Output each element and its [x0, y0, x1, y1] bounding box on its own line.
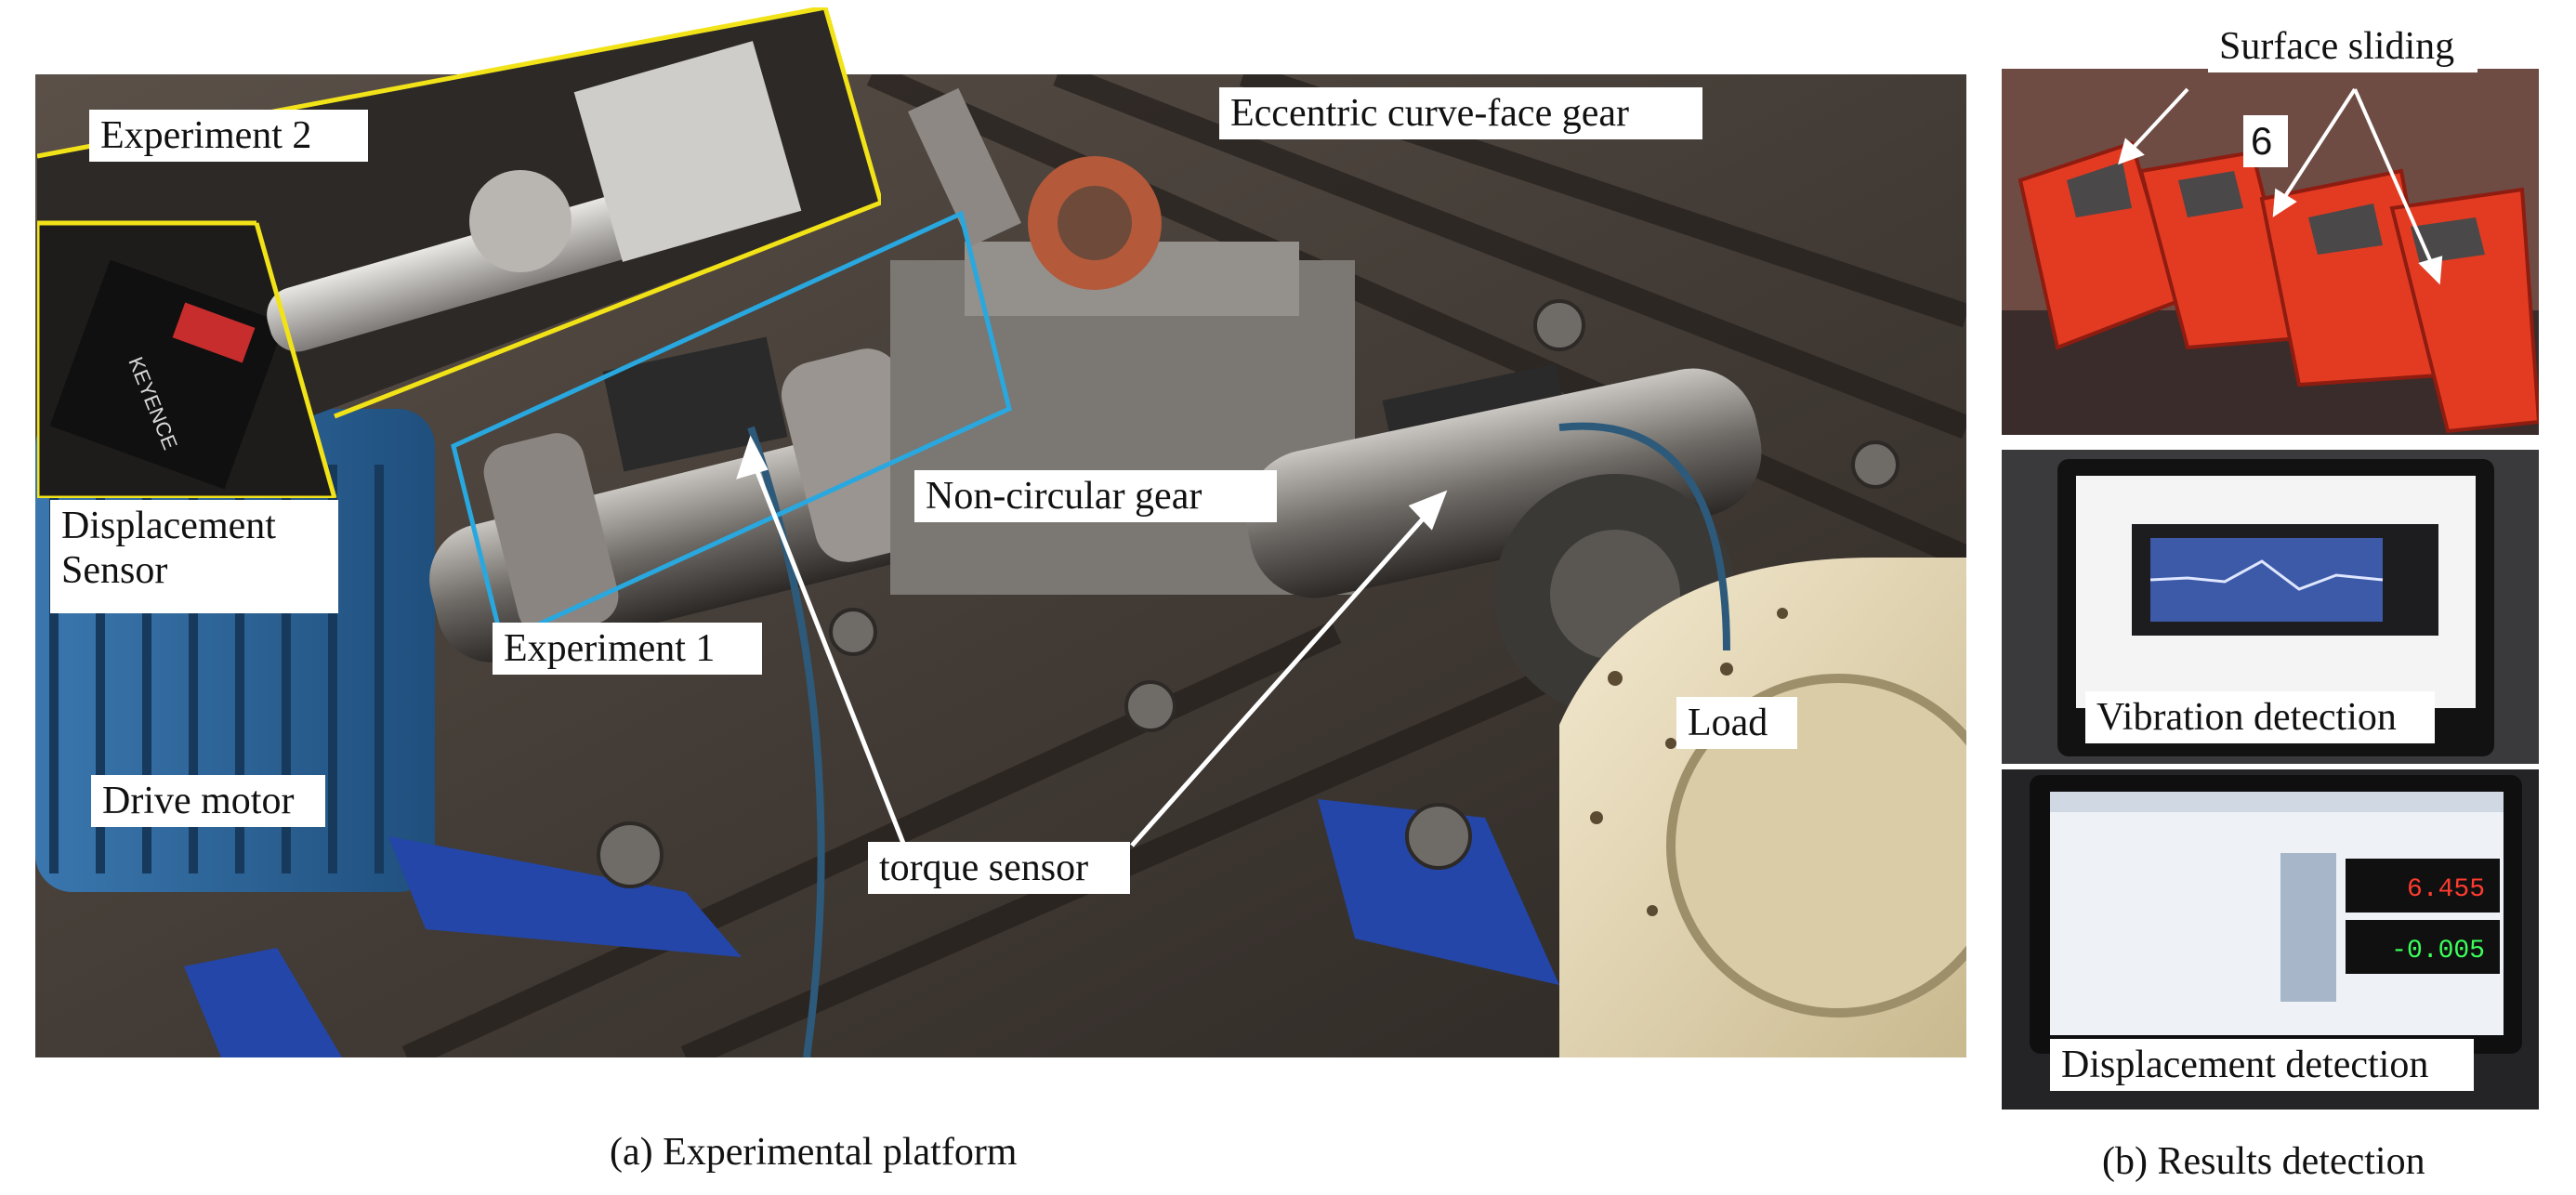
- label-displacement-sensor: Displacement Sensor: [50, 500, 338, 613]
- vibration-detection-photo: [2002, 450, 2539, 764]
- label-displacement-sensor-line2: Sensor: [61, 549, 168, 593]
- label-displacement-sensor-line1: Displacement: [61, 505, 276, 547]
- label-load: Load: [1676, 697, 1797, 750]
- caption-results-detection: (b) Results detection: [2102, 1140, 2425, 1183]
- label-torque-sensor: torque sensor: [868, 842, 1130, 895]
- label-experiment-2: Experiment 2: [89, 110, 368, 163]
- caption-experimental-platform: (a) Experimental platform: [610, 1131, 1018, 1174]
- label-displacement-detection: Displacement detection: [2050, 1039, 2474, 1092]
- label-eccentric-curve-face-gear: Eccentric curve-face gear: [1219, 87, 1702, 140]
- label-experiment-1: Experiment 1: [493, 623, 762, 676]
- label-vibration-detection: Vibration detection: [2085, 691, 2435, 744]
- gear-teeth-illustration: [2002, 69, 2539, 435]
- label-drive-motor: Drive motor: [91, 775, 325, 828]
- experimental-platform-photo: [35, 74, 1966, 1057]
- label-tooth-number: 6: [2243, 115, 2288, 168]
- experiment-2-inset-illustration: KEYENCE: [37, 7, 881, 498]
- surface-sliding-photo: [2002, 69, 2539, 435]
- displacement-readout-value: 6.455: [2407, 875, 2485, 904]
- velocity-readout-value: -0.005: [2391, 937, 2485, 965]
- vibration-laptop-illustration: [2002, 450, 2539, 764]
- experiment-2-inset: KEYENCE: [37, 7, 881, 498]
- label-non-circular-gear: Non-circular gear: [914, 470, 1277, 523]
- label-surface-sliding: Surface sliding: [2208, 20, 2477, 73]
- experiment-1-frame: [451, 210, 1012, 645]
